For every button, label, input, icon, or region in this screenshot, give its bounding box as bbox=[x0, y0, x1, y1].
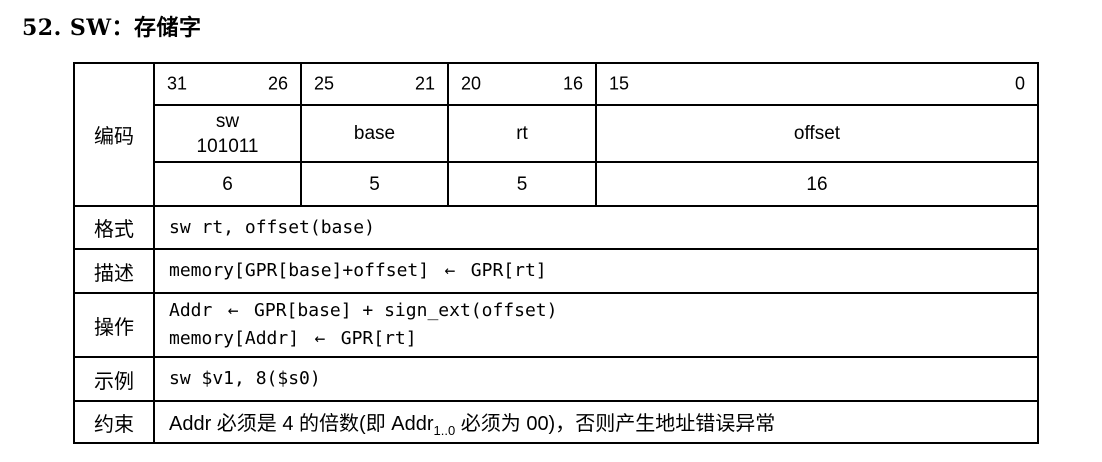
label-format: 格式 bbox=[73, 205, 155, 250]
width-rt: 5 bbox=[447, 161, 597, 207]
description-value: memory[GPR[base]+offset] ← GPR[rt] bbox=[153, 248, 1039, 294]
bit-15: 15 bbox=[609, 73, 630, 94]
width-base: 5 bbox=[300, 161, 449, 207]
opcode-name: sw bbox=[215, 110, 240, 132]
operation-line-1-rhs: GPR[base] + sign_ext(offset) bbox=[254, 300, 558, 321]
label-constraint: 约束 bbox=[73, 400, 155, 444]
left-arrow-icon: ← bbox=[444, 260, 456, 281]
operation-value: Addr ← GPR[base] + sign_ext(offset) memo… bbox=[153, 292, 1039, 358]
format-value: sw rt, offset(base) bbox=[153, 205, 1039, 250]
operation-line-1: Addr ← GPR[base] + sign_ext(offset) bbox=[169, 297, 1037, 325]
constraint-part-1: Addr 必须是 4 的倍数(即 Addr bbox=[169, 412, 434, 435]
bits-rt: 20 16 bbox=[447, 62, 597, 106]
field-opcode: sw 101011 bbox=[153, 104, 302, 163]
constraint-subscript: 1..0 bbox=[433, 422, 456, 438]
width-offset: 16 bbox=[595, 161, 1039, 207]
bits-opcode: 31 26 bbox=[153, 62, 302, 106]
bit-31: 31 bbox=[167, 73, 188, 94]
description-lhs: memory[GPR[base]+offset] bbox=[169, 260, 430, 281]
bit-20: 20 bbox=[461, 73, 482, 94]
left-arrow-icon: ← bbox=[314, 328, 326, 349]
label-example: 示例 bbox=[73, 356, 155, 402]
operation-line-1-lhs: Addr bbox=[169, 300, 213, 321]
field-offset: offset bbox=[595, 104, 1039, 163]
instruction-table: 编码 31 26 25 21 20 16 15 0 sw 101011 base… bbox=[73, 62, 1039, 444]
page-title: 52. SW：存储字 bbox=[22, 15, 202, 41]
bit-0: 0 bbox=[1014, 73, 1025, 94]
bit-21: 21 bbox=[414, 73, 435, 94]
bit-25: 25 bbox=[314, 73, 335, 94]
left-arrow-icon: ← bbox=[227, 300, 239, 321]
field-rt: rt bbox=[447, 104, 597, 163]
label-encoding: 编码 bbox=[73, 62, 155, 207]
width-opcode: 6 bbox=[153, 161, 302, 207]
opcode-value: 101011 bbox=[196, 135, 259, 157]
description-rhs: GPR[rt] bbox=[470, 260, 547, 281]
constraint-part-2: 必须为 00)，否则产生地址错误异常 bbox=[455, 412, 776, 435]
field-base: base bbox=[300, 104, 449, 163]
label-description: 描述 bbox=[73, 248, 155, 294]
bits-offset: 15 0 bbox=[595, 62, 1039, 106]
bits-base: 25 21 bbox=[300, 62, 449, 106]
bit-26: 26 bbox=[267, 73, 288, 94]
constraint-value: Addr 必须是 4 的倍数(即 Addr1..0 必须为 00)，否则产生地址… bbox=[153, 400, 1039, 444]
operation-line-2-rhs: GPR[rt] bbox=[340, 328, 417, 349]
label-operation: 操作 bbox=[73, 292, 155, 358]
operation-line-2: memory[Addr] ← GPR[rt] bbox=[169, 325, 1037, 353]
bit-16: 16 bbox=[562, 73, 583, 94]
example-value: sw $v1, 8($s0) bbox=[153, 356, 1039, 402]
operation-line-2-lhs: memory[Addr] bbox=[169, 328, 300, 349]
